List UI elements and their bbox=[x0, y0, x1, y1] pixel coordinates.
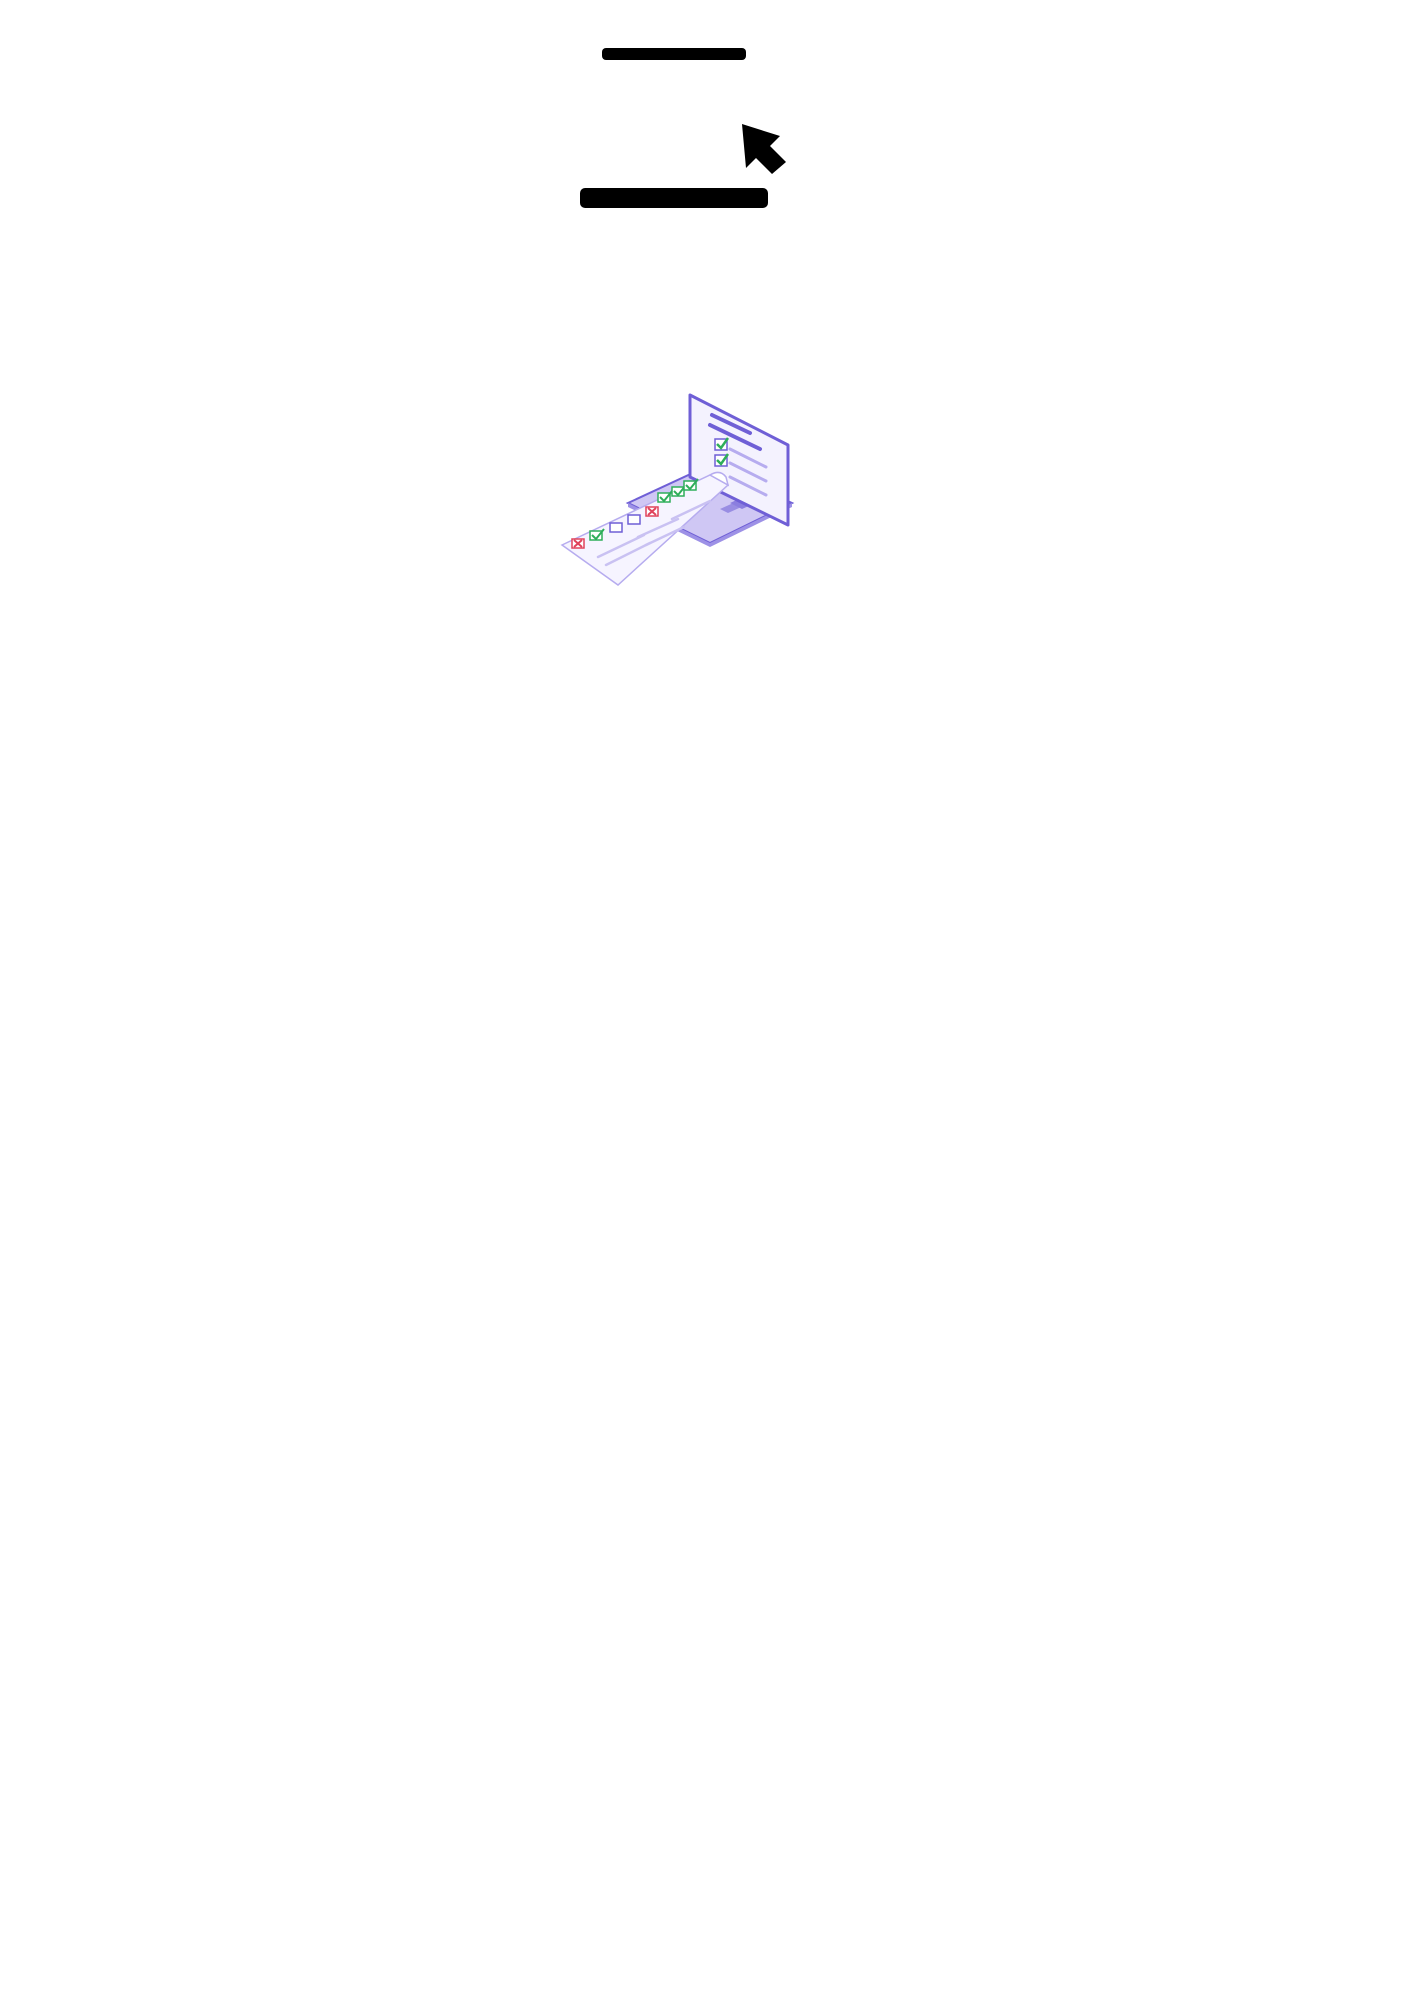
paper-curl bbox=[708, 471, 730, 487]
screen-lines bbox=[708, 413, 762, 451]
paper-checkboxes bbox=[571, 478, 699, 549]
bottom-bar bbox=[580, 188, 768, 208]
screen-checks bbox=[714, 437, 730, 467]
laptop-checklist-illustration bbox=[560, 393, 795, 586]
top-bar bbox=[602, 48, 746, 60]
hourglass-cursor-icon bbox=[580, 48, 786, 208]
cursor-arrow bbox=[742, 124, 786, 174]
